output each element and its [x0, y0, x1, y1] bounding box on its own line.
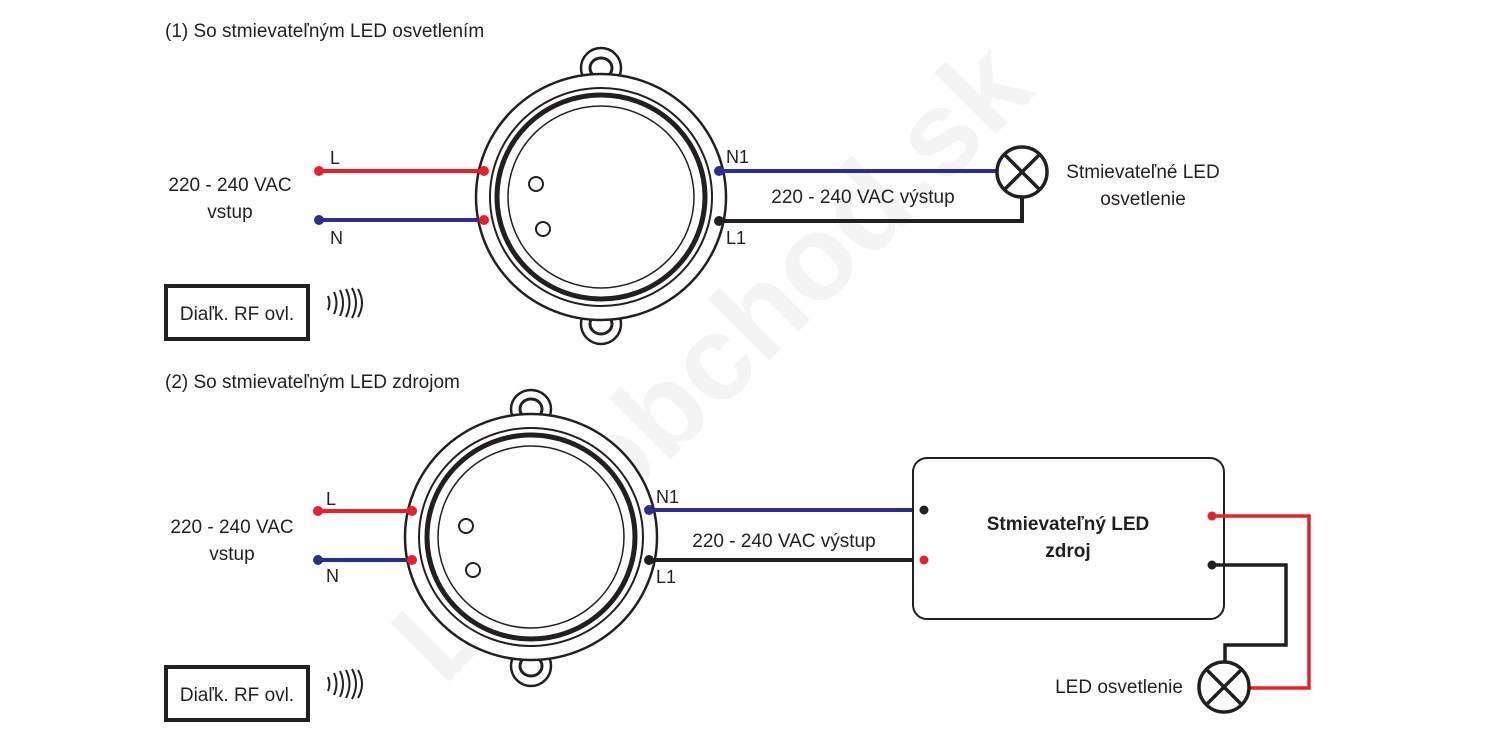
driver-in-n: [919, 505, 929, 515]
lamp-label-1a: Stmievateľné LED: [1066, 162, 1219, 183]
label-l-2: L: [326, 489, 336, 509]
output-label-2: 220 - 240 VAC výstup: [692, 531, 875, 552]
terminal-l-right: [479, 166, 489, 176]
driver-in-l: [919, 555, 929, 565]
input-label-1: vstup: [207, 202, 252, 223]
module-face: [437, 445, 625, 629]
terminal-n-left: [314, 215, 324, 225]
input-voltage-2: 220 - 240 VAC: [170, 517, 293, 538]
lamp-icon-1: [995, 145, 1049, 199]
diagram-1-title: (1) So stmievateľným LED osvetlením: [165, 21, 484, 42]
label-l-1: L: [330, 148, 340, 168]
dimmer-module-2: [403, 388, 659, 688]
output-label-1: 220 - 240 VAC výstup: [771, 187, 954, 208]
wire-dc-plus: [1212, 514, 1311, 690]
module-screw-2: [535, 221, 551, 237]
terminal-n-left: [313, 555, 323, 565]
terminal-n-right: [407, 555, 417, 565]
terminal-l1: [644, 555, 654, 565]
lamp-label-1b: osvetlenie: [1100, 189, 1186, 210]
wire-dc-minus: [1212, 563, 1288, 662]
diagram-2-title: (2) So stmievateľným LED zdrojom: [165, 372, 460, 393]
label-n-2: N: [326, 566, 339, 586]
driver-label-1: Stmievateľný LED: [987, 514, 1150, 535]
remote-box-1: [164, 284, 310, 341]
remote-label-1: Diaľk. RF ovl.: [180, 304, 294, 325]
lamp-label-2: LED osvetlenie: [1055, 677, 1183, 698]
terminal-l1: [714, 216, 724, 226]
label-l1-1: L1: [726, 228, 746, 248]
terminal-n-right: [479, 215, 489, 225]
rf-signal-icon-2: [327, 668, 363, 700]
remote-label-2: Diaľk. RF ovl.: [180, 685, 294, 706]
module-screw-1: [528, 176, 544, 192]
terminal-l-left: [313, 506, 323, 516]
module-screw-1: [458, 518, 474, 534]
dimmer-module-1: [474, 46, 728, 346]
driver-box: [912, 457, 1225, 620]
module-screw-2: [465, 562, 481, 578]
input-label-2: vstup: [209, 544, 254, 565]
remote-box-2: [164, 665, 310, 722]
diagram-2: (2) So stmievateľným LED zdrojom L N 220…: [164, 372, 1311, 722]
terminal-l-right: [407, 506, 417, 516]
diagram-1: (1) So stmievateľným LED osvetlením L N …: [164, 21, 1220, 346]
lamp-icon-2: [1197, 660, 1251, 714]
terminal-l-left: [314, 166, 324, 176]
terminal-n1: [714, 166, 724, 176]
rf-signal-icon-1: [327, 287, 363, 319]
input-voltage-1: 220 - 240 VAC: [168, 175, 291, 196]
label-l1-2: L1: [656, 567, 676, 587]
label-n1-1: N1: [726, 147, 749, 167]
label-n1-2: N1: [656, 487, 679, 507]
driver-label-2: zdroj: [1045, 541, 1090, 562]
wire-l1-out-1: [719, 196, 1024, 223]
terminal-n1: [644, 505, 654, 515]
label-n-1: N: [330, 228, 343, 248]
module-face: [507, 105, 695, 289]
